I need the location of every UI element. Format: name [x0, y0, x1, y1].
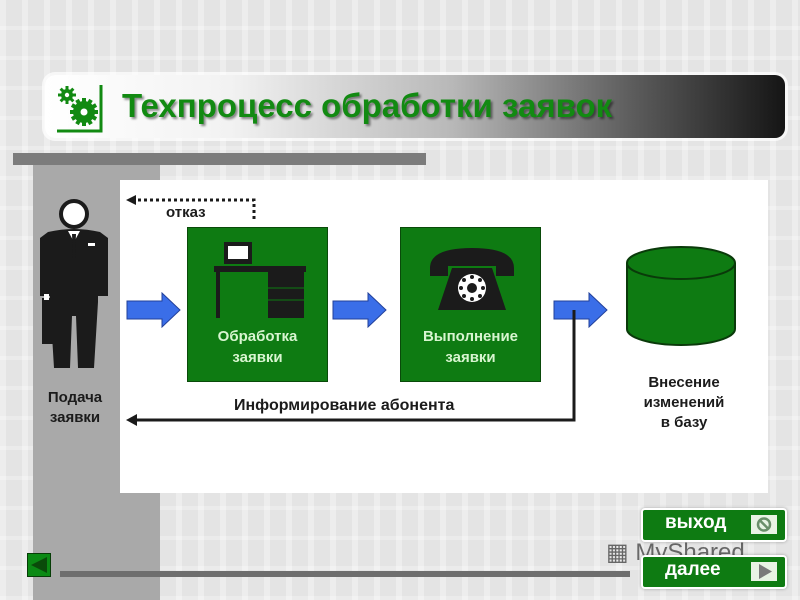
rotary-telephone-icon — [430, 248, 514, 310]
title-underline-bar — [13, 153, 426, 165]
step-processing-box: Обработка заявки — [187, 227, 328, 382]
reject-dashed-arrow — [126, 195, 256, 219]
feedback-arrow — [126, 310, 576, 426]
flow-arrow-3 — [553, 292, 608, 328]
bottom-divider — [60, 571, 630, 577]
computer-desk-icon — [214, 242, 306, 318]
title-bar: Техпроцесс обработки заявок — [45, 75, 785, 138]
step-execution-label-line1: Выполнение — [422, 328, 519, 345]
next-button[interactable]: далее — [641, 555, 787, 589]
step-processing-label-line1: Обработка — [217, 328, 298, 345]
step-execution-label-line2: заявки — [445, 349, 496, 366]
back-triangle-icon — [31, 557, 47, 573]
database-label-line2: изменений — [643, 394, 725, 411]
page-title: Техпроцесс обработки заявок — [122, 87, 613, 124]
reject-label: отказ — [166, 204, 206, 221]
exit-button-label: выход — [665, 512, 727, 533]
actor-label: Подача заявки — [30, 388, 120, 428]
flow-arrow-1 — [126, 292, 181, 328]
actor-label-line1: Подача — [47, 389, 103, 406]
step-processing-label-line2: заявки — [232, 349, 283, 366]
businessman-icon — [40, 199, 108, 368]
database-cylinder-icon — [626, 246, 736, 346]
no-entry-icon — [751, 515, 777, 534]
step-execution-box: Выполнение заявки — [400, 227, 541, 382]
database-label: Внесение изменений в базу — [620, 373, 748, 433]
database-label-line3: в базу — [660, 414, 708, 431]
actor-label-line2: заявки — [49, 409, 101, 426]
play-icon — [751, 562, 777, 581]
feedback-label: Информирование абонента — [234, 397, 455, 414]
presentation-icon: ▦ — [606, 539, 636, 566]
exit-button[interactable]: выход — [641, 508, 787, 542]
back-button[interactable] — [27, 553, 51, 577]
next-button-label: далее — [665, 559, 721, 580]
database-label-line1: Внесение — [648, 374, 720, 391]
gears-icon — [57, 85, 103, 133]
flow-arrow-2 — [332, 292, 387, 328]
